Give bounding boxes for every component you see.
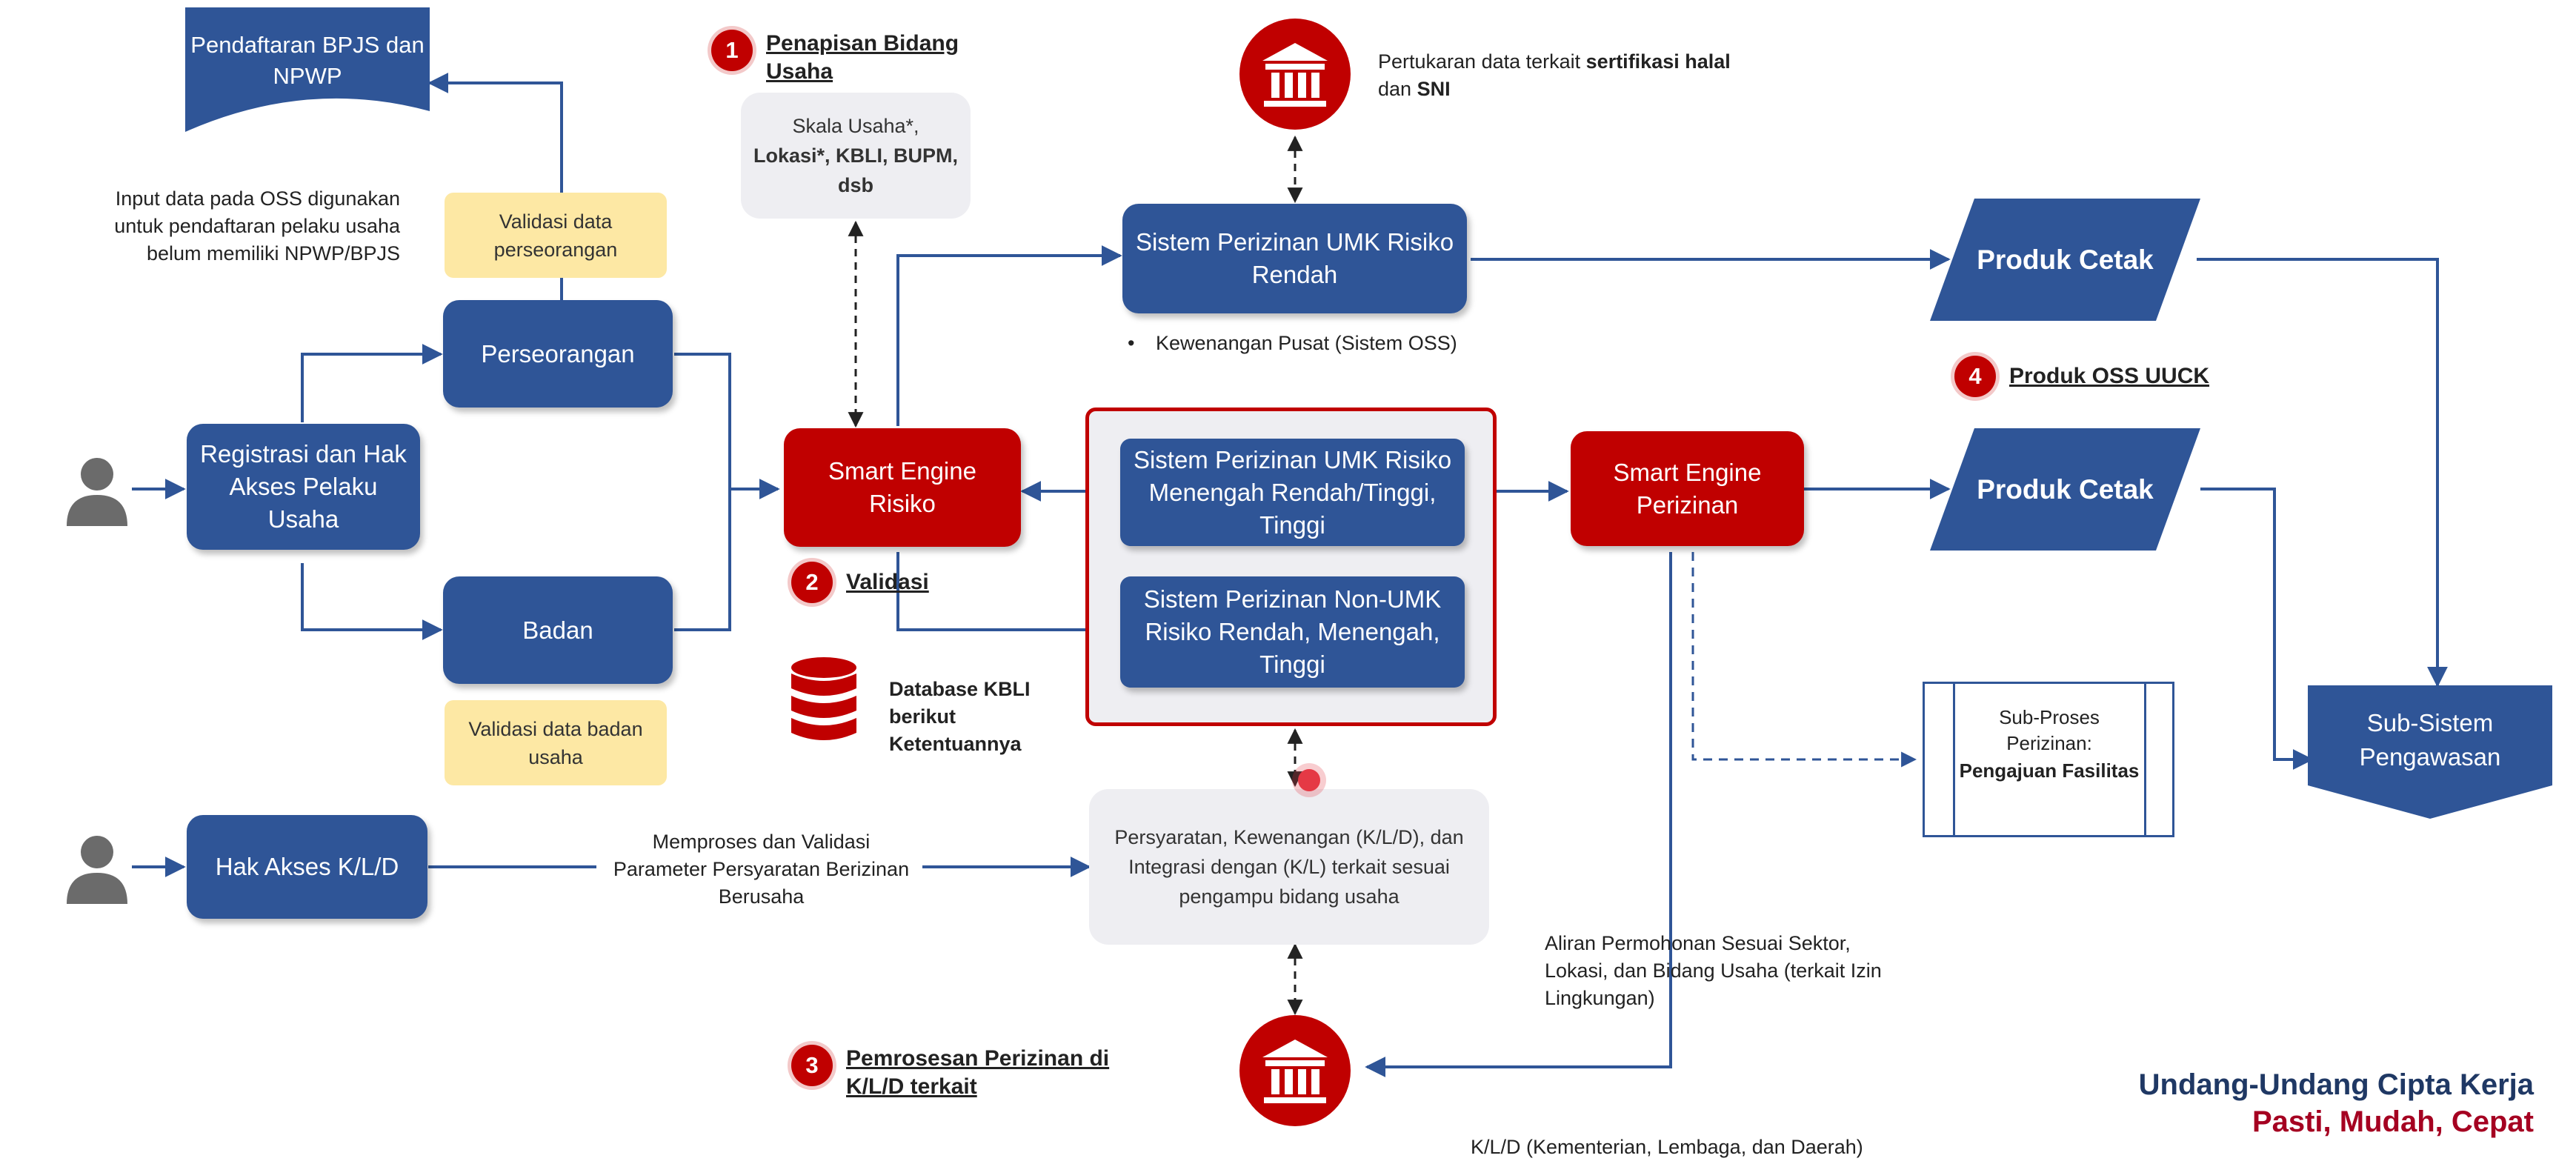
non-umk-box[interactable]: Sistem Perizinan Non-UMK Risiko Rendah, … bbox=[1120, 576, 1465, 688]
pertukaran-data-note: Pertukaran data terkait sertifikasi hala… bbox=[1378, 48, 1734, 103]
bank-icon bbox=[1239, 19, 1351, 130]
sub-proses-bold: Pengajuan Fasilitas bbox=[1959, 759, 2140, 782]
skala-usaha-box: Skala Usaha*, Lokasi*, KBLI, BUPM, dsb bbox=[741, 93, 971, 219]
footer-title: Undang-Undang Cipta Kerja bbox=[2138, 1068, 2534, 1101]
step-4-label: Produk OSS UUCK bbox=[2009, 364, 2210, 388]
validasi-badan-box: Validasi data badan usaha bbox=[445, 700, 667, 785]
kewenangan-note: • Kewenangan Pusat (Sistem OSS) bbox=[1128, 332, 1457, 354]
kld-note: K/L/D (Kementerian, Lembaga, dan Daerah) bbox=[1471, 1136, 1863, 1158]
persyaratan-box: Persyaratan, Kewenangan (K/L/D), dan Int… bbox=[1089, 789, 1489, 945]
skala-usaha-text: Skala Usaha*, bbox=[792, 115, 919, 137]
step-3: 3 Pemrosesan Perizinan di K/L/D terkait bbox=[791, 1045, 1176, 1101]
pertukaran-dan: dan bbox=[1378, 78, 1417, 100]
step-2: 2 Validasi bbox=[791, 562, 984, 603]
pertukaran-halal: sertifikasi halal bbox=[1585, 50, 1731, 73]
hak-akses-kld-box[interactable]: Hak Akses K/L/D bbox=[187, 815, 427, 919]
database-icon bbox=[789, 656, 859, 745]
kewenangan-text: Kewenangan Pusat (Sistem OSS) bbox=[1156, 332, 1457, 354]
registrasi-box[interactable]: Registrasi dan Hak Akses Pelaku Usaha bbox=[187, 424, 420, 550]
umk-menengah-box[interactable]: Sistem Perizinan UMK Risiko Menengah Ren… bbox=[1120, 439, 1465, 546]
bpjs-npwp-label: Pendaftaran BPJS dan NPWP bbox=[190, 32, 425, 89]
cursor-dot-icon bbox=[1298, 769, 1320, 791]
step-3-number: 3 bbox=[791, 1045, 833, 1086]
user-icon bbox=[65, 831, 129, 905]
sub-sistem-label: Sub-Sistem Pengawasan bbox=[2359, 709, 2501, 771]
validasi-perseorangan-box: Validasi data perseorangan bbox=[445, 193, 667, 278]
step-3-label: Pemrosesan Perizinan di K/L/D terkait bbox=[846, 1046, 1110, 1099]
memproses-note: Memproses dan Validasi Parameter Persyar… bbox=[613, 831, 910, 908]
produk-cetak-2[interactable]: Produk Cetak bbox=[1930, 428, 2200, 551]
badan-box[interactable]: Badan bbox=[443, 576, 673, 684]
aliran-note: Aliran Permohonan Sesuai Sektor, Lokasi,… bbox=[1545, 932, 1882, 1009]
umk-rendah-box[interactable]: Sistem Perizinan UMK Risiko Rendah bbox=[1122, 204, 1467, 313]
produk-cetak-1[interactable]: Produk Cetak bbox=[1930, 199, 2200, 321]
step-2-label: Validasi bbox=[846, 570, 929, 594]
step-1: 1 Penapisan Bidang Usaha bbox=[711, 30, 978, 86]
user-icon bbox=[65, 453, 129, 528]
input-data-note: Input data pada OSS digunakan untuk pend… bbox=[114, 187, 400, 265]
step-4: 4 Produk OSS UUCK bbox=[1954, 356, 2310, 397]
perseorangan-box[interactable]: Perseorangan bbox=[443, 300, 673, 408]
step-1-number: 1 bbox=[711, 30, 753, 71]
produk-cetak-1-label: Produk Cetak bbox=[1977, 244, 2154, 275]
pertukaran-text: Pertukaran data terkait bbox=[1378, 50, 1586, 73]
sub-sistem-pengawasan[interactable]: Sub-Sistem Pengawasan bbox=[2308, 685, 2552, 819]
produk-cetak-2-label: Produk Cetak bbox=[1977, 473, 2154, 505]
bpjs-npwp-box: Pendaftaran BPJS dan NPWP bbox=[185, 7, 430, 132]
sub-proses-box[interactable]: Sub-Proses Perizinan: Pengajuan Fasilita… bbox=[1923, 682, 2174, 837]
footer-subtitle: Pasti, Mudah, Cepat bbox=[2251, 1105, 2534, 1138]
sub-proses-label: Sub-Proses Perizinan: bbox=[1999, 706, 2100, 754]
step-2-number: 2 bbox=[791, 562, 833, 603]
step-1-label: Penapisan Bidang Usaha bbox=[766, 31, 959, 84]
database-label: Database KBLI berikut Ketentuannya bbox=[889, 678, 1031, 755]
pertukaran-sni: SNI bbox=[1417, 78, 1451, 100]
step-4-number: 4 bbox=[1954, 356, 1996, 397]
smart-engine-risiko-box[interactable]: Smart Engine Risiko bbox=[784, 428, 1021, 547]
bank-icon bbox=[1239, 1015, 1351, 1126]
smart-engine-perizinan-box[interactable]: Smart Engine Perizinan bbox=[1571, 431, 1804, 546]
skala-usaha-bold: Lokasi*, KBLI, BUPM, dsb bbox=[753, 144, 959, 196]
